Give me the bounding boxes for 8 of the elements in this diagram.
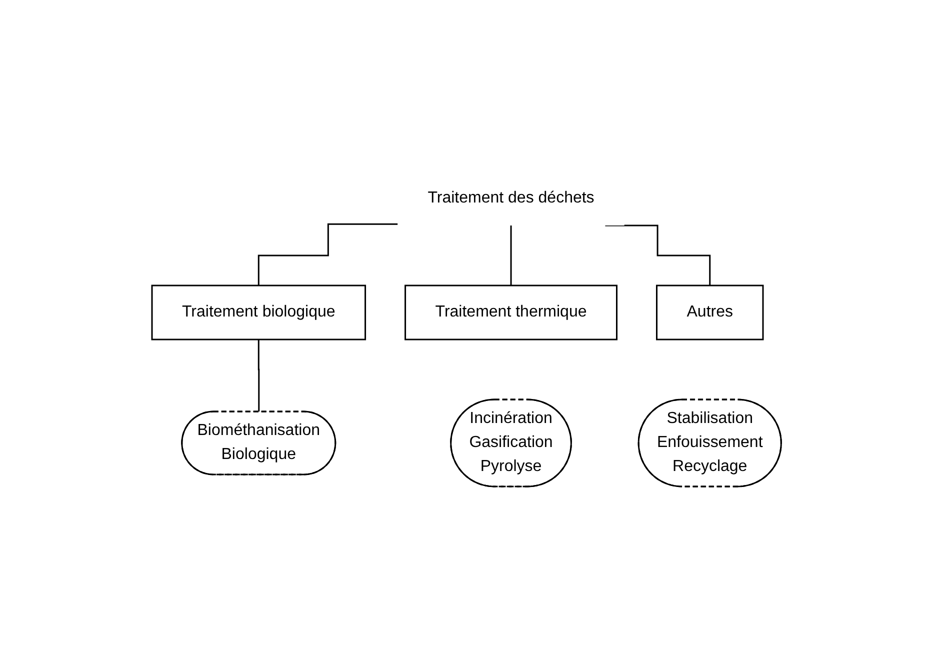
node-box: Traitement thermique [404, 284, 618, 340]
node-box: Autres [656, 284, 764, 340]
connector [258, 223, 398, 286]
connector [605, 224, 711, 286]
connector [510, 224, 512, 286]
node-text: Traitement des déchets [428, 190, 594, 206]
node-box: Traitement biologique [151, 284, 366, 340]
connector [258, 338, 260, 413]
